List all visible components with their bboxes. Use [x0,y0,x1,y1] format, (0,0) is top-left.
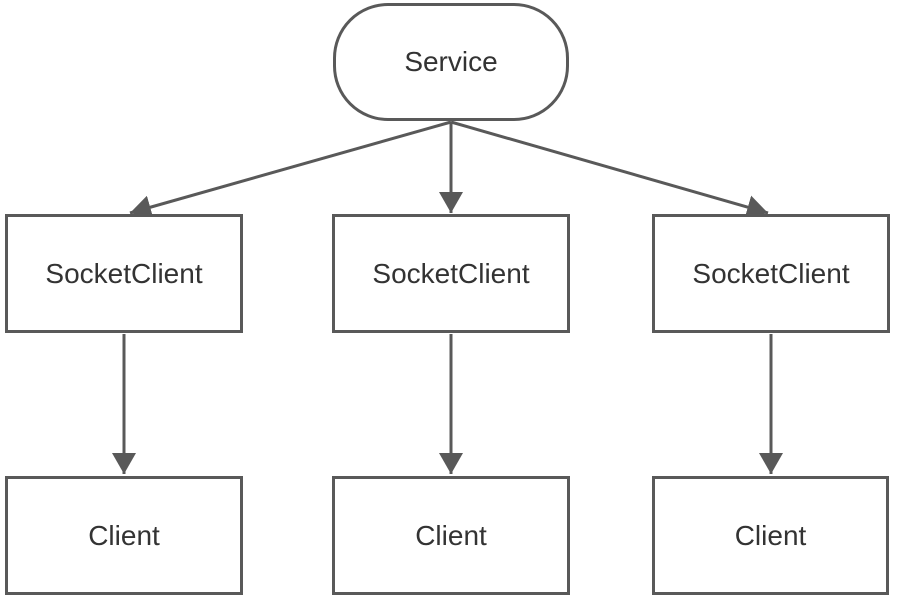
node-client-right: Client [652,476,889,595]
node-client-left-label: Client [88,519,160,551]
node-client-left: Client [5,476,243,595]
node-service: Service [333,3,569,121]
node-socketclient-left: SocketClient [5,214,243,333]
node-socketclient-middle-label: SocketClient [372,257,530,289]
node-client-middle: Client [332,476,570,595]
edge-service-to-socketclient_left [129,120,452,219]
node-socketclient-right: SocketClient [652,214,890,333]
node-client-middle-label: Client [415,519,487,551]
edge-service-to-socketclient_right [450,120,769,219]
node-service-label: Service [404,46,498,78]
node-socketclient-left-label: SocketClient [45,257,203,289]
node-client-right-label: Client [734,519,807,551]
node-socketclient-right-label: SocketClient [692,257,850,289]
node-socketclient-middle: SocketClient [332,214,570,333]
